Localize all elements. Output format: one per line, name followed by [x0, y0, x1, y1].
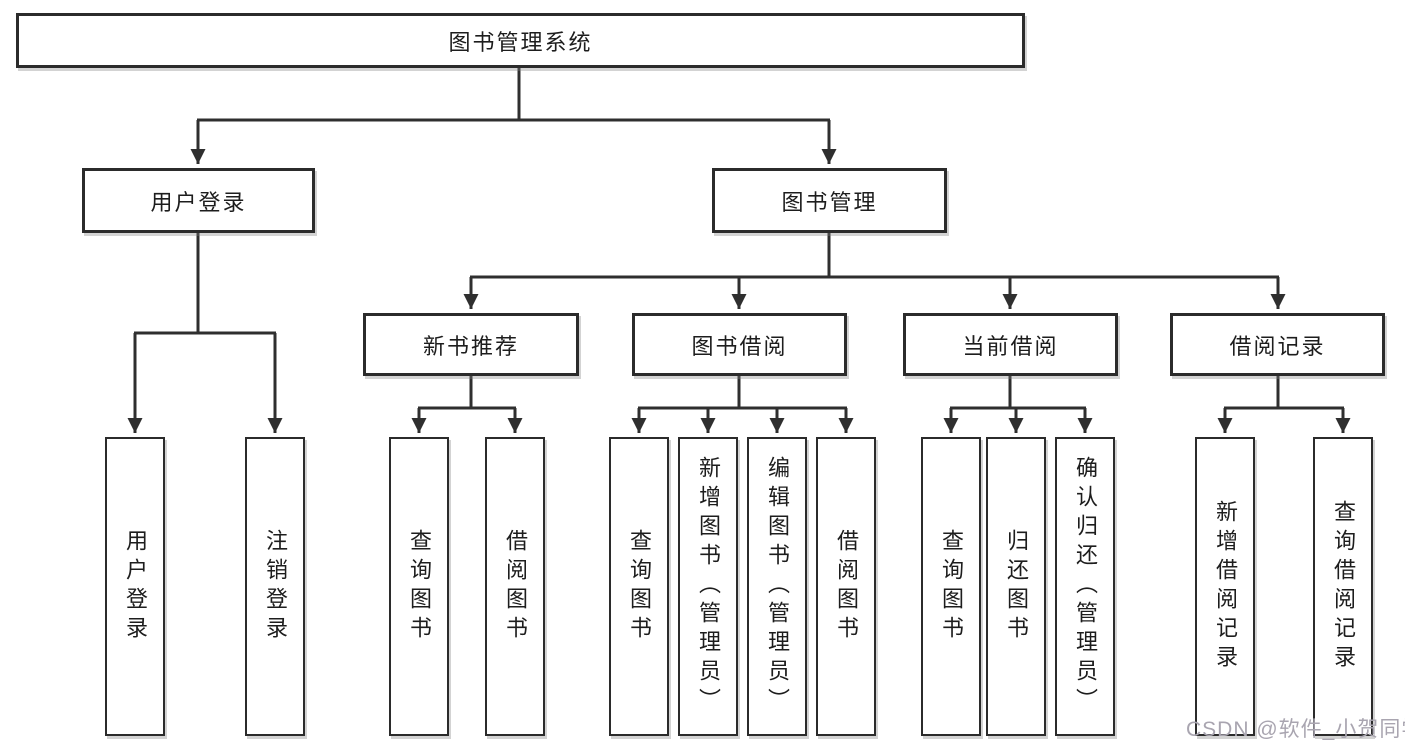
leaf-edit-books-admin: 编辑图书（管理员）	[747, 437, 807, 736]
node-book-borrowing: 图书借阅	[632, 313, 847, 376]
node-library-management-system: 图书管理系统	[16, 13, 1025, 68]
csdn-watermark: CSDN @软件_小贺同学	[1186, 718, 1405, 741]
leaf-query-books-borrow: 查询图书	[609, 437, 669, 736]
node-book-management: 图书管理	[712, 168, 947, 233]
leaf-user-login: 用户登录	[105, 437, 165, 736]
node-new-book-recommendation: 新书推荐	[363, 313, 579, 376]
leaf-add-books-admin: 新增图书（管理员）	[678, 437, 738, 736]
leaf-query-books-recommend: 查询图书	[389, 437, 449, 736]
node-user-login: 用户登录	[82, 168, 315, 233]
node-borrowing-records: 借阅记录	[1170, 313, 1385, 376]
leaf-confirm-return-admin: 确认归还（管理员）	[1055, 437, 1115, 736]
leaf-query-borrow-record: 查询借阅记录	[1313, 437, 1373, 736]
leaf-borrow-books-recommend: 借阅图书	[485, 437, 545, 736]
leaf-borrow-books: 借阅图书	[816, 437, 876, 736]
leaf-query-books-current: 查询图书	[921, 437, 981, 736]
leaf-return-books: 归还图书	[986, 437, 1046, 736]
leaf-add-borrow-record: 新增借阅记录	[1195, 437, 1255, 736]
node-current-borrowing: 当前借阅	[903, 313, 1118, 376]
leaf-logout: 注销登录	[245, 437, 305, 736]
